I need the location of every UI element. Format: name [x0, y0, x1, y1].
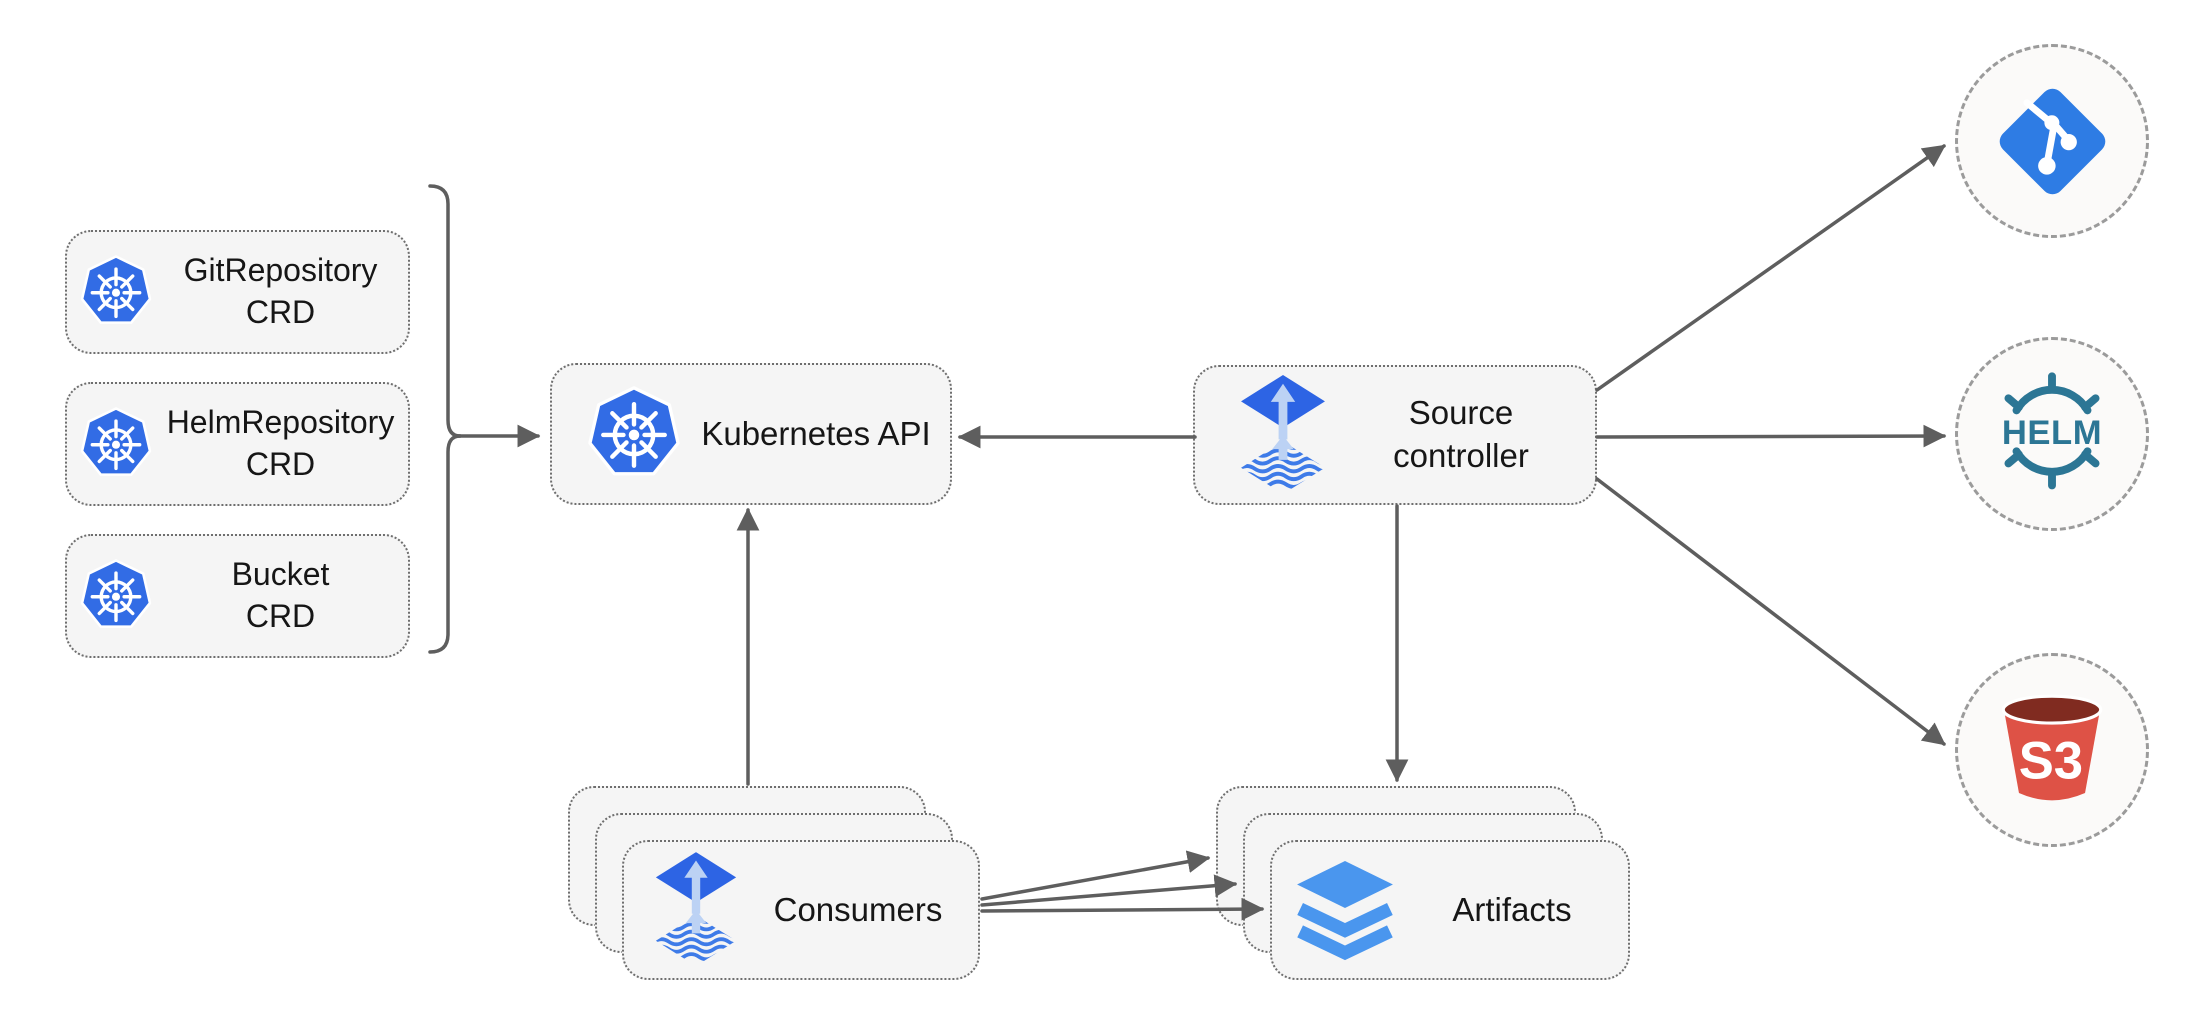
- arrow-source-to-helm: [1595, 424, 1947, 448]
- node-label: GitRepository CRD: [183, 252, 378, 330]
- node-kubernetes-api: Kubernetes API: [550, 363, 952, 505]
- helm-icon: HELM: [2002, 372, 2102, 490]
- node-label: Bucket CRD: [231, 556, 330, 634]
- arrow-source-to-git: [1595, 144, 1946, 392]
- arrow-consumers-to-artifacts-1: [980, 850, 1211, 901]
- kubernetes-icon: [79, 255, 153, 329]
- node-helmrepository-crd: HelmRepository CRD: [65, 382, 410, 506]
- s3-bucket-icon: S3: [2001, 694, 2103, 800]
- node-s3-source: S3: [1955, 653, 2149, 847]
- node-helm-source: HELM: [1955, 337, 2149, 531]
- node-label: Kubernetes API: [701, 414, 931, 452]
- layers-icon: [1294, 859, 1396, 961]
- node-label: Source controller: [1393, 394, 1529, 474]
- node-consumers: Consumers: [622, 840, 980, 980]
- arrow-consumers-to-artifacts-2: [980, 874, 1238, 907]
- crd-group-bracket-top: [428, 184, 462, 438]
- node-git-source: [1955, 44, 2149, 238]
- node-artifacts: Artifacts: [1270, 840, 1630, 980]
- node-bucket-crd: Bucket CRD: [65, 534, 410, 658]
- s3-wordmark: S3: [2019, 731, 2083, 790]
- flux-icon: [1239, 375, 1327, 496]
- flux-icon: [654, 852, 738, 968]
- node-gitrepository-crd: GitRepository CRD: [65, 230, 410, 354]
- node-label: Artifacts: [1452, 890, 1572, 928]
- kubernetes-icon: [586, 386, 682, 482]
- arrow-source-to-s3: [1595, 477, 1946, 746]
- node-label: Consumers: [773, 890, 943, 928]
- node-source-controller: Source controller: [1193, 365, 1597, 505]
- git-icon: [1999, 88, 2105, 194]
- node-label: HelmRepository CRD: [166, 404, 395, 482]
- helm-wordmark: HELM: [2002, 414, 2102, 452]
- crd-group-bracket-bottom: [428, 434, 462, 654]
- kubernetes-icon: [79, 559, 153, 633]
- kubernetes-icon: [79, 407, 153, 481]
